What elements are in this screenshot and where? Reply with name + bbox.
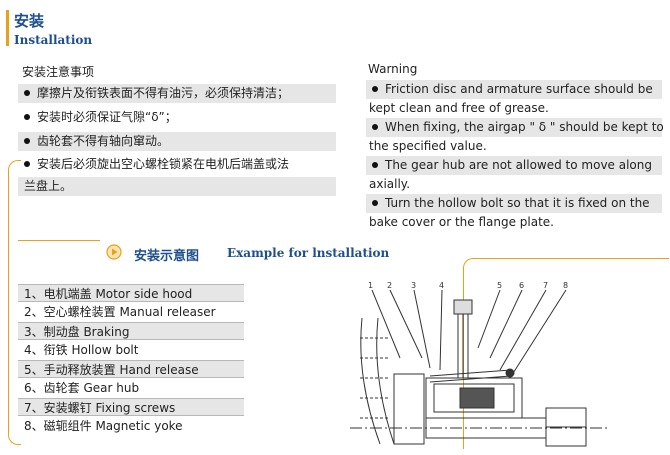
- note-en-2: When fixing, the airgap " δ " should be …: [366, 118, 664, 137]
- diagram-label-3: 3: [411, 281, 416, 290]
- note-text: When fixing, the airgap " δ " should be …: [385, 120, 664, 134]
- notes-en-heading: Warning: [368, 62, 418, 76]
- note-cn-2: 安装时必须保证气隙“δ”；: [18, 108, 336, 127]
- bullet-dot-icon: [372, 162, 378, 168]
- diagram-label-6: 6: [519, 281, 524, 290]
- note-text: 安装后必须旋出空心螺栓锁紧在电机后端盖或法: [37, 157, 290, 171]
- note-cn-1: 摩擦片及衔铁表面不得有油污，必须保持清洁；: [18, 84, 336, 103]
- bullet-dot-icon: [372, 86, 378, 92]
- page-title-cn: 安装: [14, 12, 45, 30]
- part-item-8: 8、磁轭组件 Magnetic yoke: [24, 419, 183, 433]
- note-text: Turn the hollow bolt so that it is fixed…: [385, 196, 650, 210]
- note-cn-4: 安装后必须旋出空心螺栓锁紧在电机后端盖或法: [18, 155, 336, 174]
- part-item-7: 7、安装螺钉 Fixing screws: [18, 398, 244, 416]
- note-cn-4-cont: 兰盘上。: [18, 177, 336, 196]
- bullet-dot-icon: [24, 138, 30, 144]
- diagram-label-8: 8: [563, 281, 568, 290]
- bullet-dot-icon: [24, 90, 30, 96]
- diagram-label-1: 1: [368, 281, 373, 290]
- bullet-dot-icon: [24, 114, 30, 120]
- note-en-2-cont: the specified value.: [369, 139, 487, 153]
- left-bracket: [8, 160, 21, 445]
- part-item-4: 4、衔铁 Hollow bolt: [24, 343, 139, 357]
- diagram-label-2: 2: [387, 281, 392, 290]
- diagram-label-5: 5: [497, 281, 502, 290]
- play-circle-icon: [106, 244, 122, 260]
- note-en-4: Turn the hollow bolt so that it is fixed…: [366, 194, 662, 213]
- note-text: 安装时必须保证气隙“δ”；: [37, 110, 177, 124]
- notes-cn-heading: 安装注意事项: [22, 65, 95, 79]
- note-en-1-cont: kept clean and free of grease.: [369, 101, 549, 115]
- part-item-1: 1、电机端盖 Motor side hood: [18, 284, 244, 302]
- part-item-5: 5、手动释放装置 Hand release: [18, 360, 244, 378]
- part-item-2: 2、空心螺栓装置 Manual releaser: [24, 305, 216, 319]
- note-text: 齿轮套不得有轴向窜动。: [37, 134, 170, 148]
- diagram-label-7: 7: [543, 281, 548, 290]
- note-en-3: The gear hub are not allowed to move alo…: [366, 156, 662, 175]
- note-text: The gear hub are not allowed to move alo…: [385, 158, 652, 172]
- part-item-6: 6、齿轮套 Gear hub: [24, 381, 140, 395]
- part-item-3: 3、制动盘 Braking: [18, 322, 244, 340]
- example-title-cn: 安装示意图: [134, 249, 200, 264]
- bullet-dot-icon: [372, 124, 378, 130]
- diagram-label-4: 4: [439, 281, 444, 290]
- note-en-4-cont: bake cover or the flange plate.: [369, 215, 554, 229]
- bullet-dot-icon: [372, 200, 378, 206]
- note-text: 摩擦片及衔铁表面不得有油污，必须保持清洁；: [37, 86, 290, 100]
- note-cn-3: 齿轮套不得有轴向窜动。: [18, 132, 336, 151]
- page-title-en: Installation: [14, 33, 93, 47]
- note-en-3-cont: axially.: [369, 177, 411, 191]
- installation-drawing: 1 2 3 4 5 6 7 8: [350, 281, 610, 447]
- note-en-1: Friction disc and armature surface shoul…: [366, 80, 662, 99]
- example-title-en: Example for lnstallation: [227, 246, 390, 260]
- accent-bar: [6, 10, 9, 46]
- note-text: Friction disc and armature surface shoul…: [385, 82, 653, 96]
- bullet-dot-icon: [24, 161, 30, 167]
- divider-line: [18, 240, 100, 241]
